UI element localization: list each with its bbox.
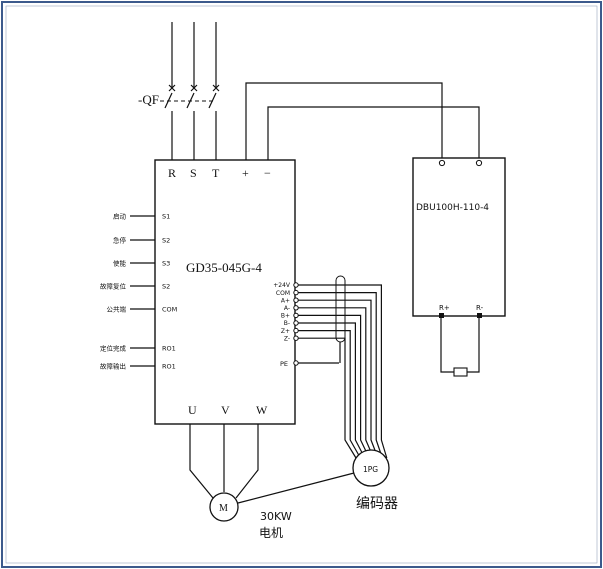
- left-terminal-4: 公共端 COM: [107, 305, 178, 314]
- pe-terminal: PE: [280, 360, 339, 368]
- left-terminal-code: S2: [162, 237, 170, 245]
- pg-terminal-4: B+: [281, 313, 370, 459]
- pg-terminal-5: B-: [284, 320, 366, 459]
- breaker-label: -QF: [138, 92, 159, 107]
- left-terminal-5: 定位完成 RO1: [100, 344, 176, 353]
- pg-terminal-label: A+: [281, 297, 290, 304]
- pg-terminal-label: COM: [276, 290, 290, 297]
- terminal-u: U: [188, 403, 197, 417]
- left-terminal-label: 使能: [113, 259, 127, 268]
- pg-terminal-label: B-: [284, 320, 290, 327]
- left-terminal-3: 故障复位 S2: [100, 282, 170, 291]
- left-terminal-2: 使能 S3: [113, 259, 170, 268]
- motor: M 30KW 电机: [189, 424, 355, 540]
- left-terminal-1: 急停 S2: [113, 236, 170, 245]
- pg-terminal-3: A-: [284, 305, 375, 459]
- left-terminal-6: 故障输出 RO1: [100, 362, 176, 371]
- left-terminal-label: 故障复位: [100, 282, 127, 291]
- dc-bus-wires: [245, 82, 480, 160]
- left-terminal-label: 启动: [113, 212, 127, 221]
- pg-terminal-label: +24V: [273, 282, 291, 289]
- left-terminal-label: 公共端: [107, 305, 127, 314]
- pg-terminal-1: COM: [276, 290, 383, 459]
- left-terminal-code: RO1: [162, 363, 176, 371]
- pg-terminal-label: Z-: [284, 335, 290, 342]
- left-terminal-code: COM: [162, 306, 177, 314]
- brake-out-neg: R-: [476, 304, 484, 312]
- vfd-left-terminals: 启动 S1 急停 S2 使能 S3 故障复位 S2 公共端 COM 定位完成 RO1 故障输出 RO1: [100, 212, 177, 371]
- encoder: 1PG 编码器: [352, 449, 398, 512]
- left-terminal-code: S1: [162, 213, 170, 221]
- terminal-t: T: [212, 166, 220, 180]
- pg-terminal-0: +24V: [273, 282, 388, 459]
- pe-label: PE: [280, 360, 288, 368]
- left-terminal-label: 故障输出: [100, 362, 126, 371]
- pg-terminal-label: Z+: [281, 328, 290, 335]
- vfd-model: GD35-045G-4: [186, 260, 262, 275]
- brake-unit: DBU100H-110-4 R+ R-: [412, 157, 506, 377]
- left-terminal-code: RO1: [162, 345, 176, 353]
- left-terminal-code: S3: [162, 260, 170, 268]
- pg-terminal-2: A+: [281, 297, 379, 459]
- pg-terminal-label: A-: [284, 305, 290, 312]
- left-terminal-label: 定位完成: [100, 344, 127, 353]
- terminal-r: R: [168, 166, 176, 180]
- encoder-cable-bundle: [335, 275, 346, 363]
- left-terminal-code: S2: [162, 283, 170, 291]
- vfd-bottom-terminals: U V W: [188, 403, 268, 417]
- vfd-top-terminals: R S T + −: [168, 166, 271, 180]
- terminal-w: W: [256, 403, 268, 417]
- vfd-box: [154, 159, 296, 425]
- brake-unit-model: DBU100H-110-4: [416, 203, 489, 213]
- terminal-v: V: [221, 403, 230, 417]
- motor-power: 30KW: [260, 510, 292, 523]
- terminal-plus: +: [242, 166, 249, 180]
- motor-symbol: M: [219, 503, 228, 514]
- breaker-qf: -QF: [138, 22, 220, 160]
- inner-frame: [5, 5, 598, 564]
- encoder-label: 1PG: [363, 465, 378, 474]
- terminal-minus: −: [264, 166, 271, 180]
- brake-resistor: [453, 367, 468, 377]
- pg-terminal-7: Z-: [284, 335, 357, 459]
- brake-unit-box: [412, 157, 506, 317]
- terminal-s: S: [190, 166, 197, 180]
- brake-out-pos: R+: [439, 304, 450, 312]
- left-terminal-label: 急停: [113, 236, 127, 245]
- left-terminal-0: 启动 S1: [113, 212, 170, 221]
- motor-caption: 电机: [259, 526, 283, 540]
- encoder-caption: 编码器: [356, 496, 398, 512]
- pg-terminal-label: B+: [281, 313, 290, 320]
